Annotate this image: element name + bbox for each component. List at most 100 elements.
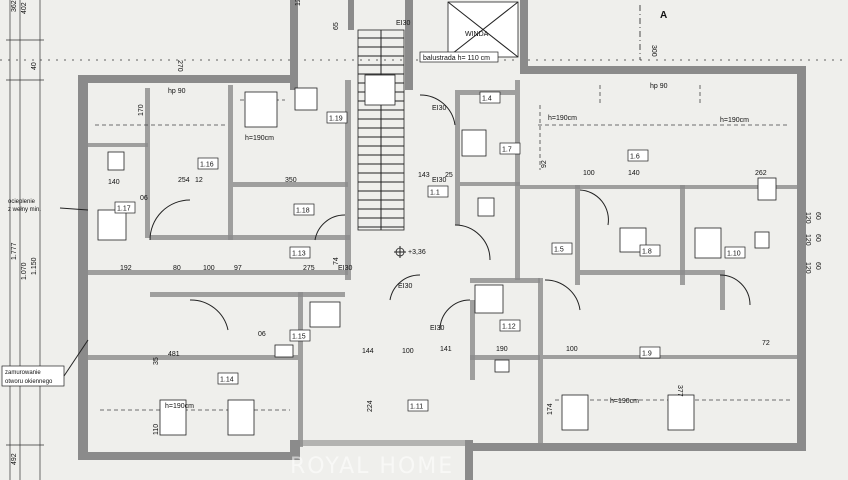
svg-text:1.14: 1.14 xyxy=(220,377,234,384)
dim-492: 492 xyxy=(11,453,18,465)
elevator: WINDA xyxy=(447,1,519,58)
dim-275: 275 xyxy=(303,265,315,272)
room-label-1-18: 1.18 xyxy=(293,203,315,216)
svg-text:1.16: 1.16 xyxy=(200,162,214,169)
section-letter: A xyxy=(660,10,667,21)
dimension-texts: 270 hp 90 hp 90 h=190cm h=190cm h=190cm … xyxy=(11,0,821,465)
door-rating-3: EI30 xyxy=(432,177,447,184)
watermark: ROYAL HOME xyxy=(290,454,454,479)
dim-100-a: 100 xyxy=(583,170,595,177)
dim-143: 143 xyxy=(418,172,430,179)
dim-35: 35 xyxy=(153,357,160,365)
exterior-walls xyxy=(78,0,806,480)
dim-120-r1: 120 xyxy=(804,212,811,224)
door-rating-5: EI30 xyxy=(398,283,413,290)
room-label-1-19: 1.19 xyxy=(326,111,348,124)
dim-362: 362 xyxy=(11,0,18,12)
dim-402: 402 xyxy=(21,2,28,14)
room-label-1-15: 1.15 xyxy=(289,329,311,342)
svg-text:1.6: 1.6 xyxy=(630,154,640,161)
dim-350: 350 xyxy=(285,177,297,184)
door-swings xyxy=(149,94,751,331)
room-label-1-13: 1.13 xyxy=(289,246,311,259)
room-label-1-16: 1.16 xyxy=(197,157,219,170)
dim-hp90-right: hp 90 xyxy=(650,83,668,90)
balustrade-text: balustrada h= 110 cm xyxy=(423,55,490,62)
dim-hp90-left: hp 90 xyxy=(168,88,186,95)
elevator-label: WINDA xyxy=(465,31,489,38)
dim-25: 25 xyxy=(445,172,453,179)
dim-144: 144 xyxy=(362,348,374,355)
skylights xyxy=(159,74,695,436)
dim-h190-b: h=190cm xyxy=(548,115,577,122)
svg-text:1.9: 1.9 xyxy=(642,351,652,358)
section-mark: A xyxy=(639,5,667,60)
dim-h190-c: h=190cm xyxy=(720,117,749,124)
room-label-1-7: 1.7 xyxy=(499,142,521,155)
svg-text:1.10: 1.10 xyxy=(727,251,741,258)
dim-1777: 1.777 xyxy=(11,242,18,260)
svg-text:1.1: 1.1 xyxy=(430,190,440,197)
room-labels: 1.1 1.4 1.5 1.6 1.7 1.8 1.9 1.10 1.11 1.12 1.13 1.1… xyxy=(114,91,746,412)
dim-60-r2: 60 xyxy=(814,234,821,242)
staircase xyxy=(357,29,405,231)
door-rating-2: EI30 xyxy=(432,105,447,112)
level-text: +3,36 xyxy=(408,249,426,256)
dim-377: 377 xyxy=(676,385,683,397)
dim-92: 92 xyxy=(541,160,548,168)
svg-text:1.7: 1.7 xyxy=(502,147,512,154)
dim-100-c: 100 xyxy=(402,348,414,355)
room-label-1-9: 1.9 xyxy=(639,346,661,359)
room-label-1-1: 1.1 xyxy=(427,185,449,198)
dim-06-b: 06 xyxy=(258,331,266,338)
dim-192: 192 xyxy=(120,265,132,272)
dim-12: 12 xyxy=(195,177,203,184)
bathroom-fixtures xyxy=(97,87,777,373)
door-rating-6: EI30 xyxy=(430,325,445,332)
room-label-1-6: 1.6 xyxy=(627,149,649,162)
dim-481: 481 xyxy=(168,351,180,358)
svg-text:1.18: 1.18 xyxy=(296,208,310,215)
svg-text:1.13: 1.13 xyxy=(292,251,306,258)
dim-262: 262 xyxy=(755,170,767,177)
svg-text:1.19: 1.19 xyxy=(329,116,343,123)
svg-text:1.4: 1.4 xyxy=(482,96,492,103)
dim-270: 270 xyxy=(176,60,183,72)
dim-60-r3: 60 xyxy=(814,262,821,270)
dim-120-r3: 120 xyxy=(804,262,811,274)
dim-h190-a: h=190cm xyxy=(245,135,274,142)
dim-300: 300 xyxy=(650,45,657,57)
dim-80: 80 xyxy=(173,265,181,272)
balustrade-note: balustrada h= 110 cm xyxy=(419,51,499,63)
dim-140-b: 140 xyxy=(628,170,640,177)
dim-141: 141 xyxy=(440,346,452,353)
room-label-1-4: 1.4 xyxy=(479,91,501,104)
dim-100-d: 100 xyxy=(566,346,578,353)
dim-110: 110 xyxy=(153,424,160,435)
dim-120-r2: 120 xyxy=(804,234,811,246)
insulation-note: ocieplenie z wełny min. xyxy=(8,199,89,213)
dim-120-top: 120 xyxy=(295,0,302,6)
room-label-1-14: 1.14 xyxy=(217,372,239,385)
svg-text:1.5: 1.5 xyxy=(554,247,564,254)
dim-140: 140 xyxy=(108,179,120,186)
dim-h190-e: h=190cm xyxy=(610,398,639,405)
svg-text:1.15: 1.15 xyxy=(292,334,306,341)
dim-65: 65 xyxy=(333,22,340,30)
dim-06-a: 06 xyxy=(140,195,148,202)
dim-72: 72 xyxy=(762,340,770,347)
room-label-1-12: 1.12 xyxy=(499,319,521,332)
room-label-1-11: 1.11 xyxy=(407,399,429,412)
door-rating-1: EI30 xyxy=(396,20,411,27)
dim-100-b: 100 xyxy=(203,265,215,272)
dim-60-r1: 60 xyxy=(814,212,821,220)
svg-text:1.12: 1.12 xyxy=(502,324,516,331)
svg-text:1.17: 1.17 xyxy=(117,206,131,213)
dim-224: 224 xyxy=(367,400,374,412)
dim-1150: 1.150 xyxy=(31,257,38,275)
svg-text:1.8: 1.8 xyxy=(642,249,652,256)
insulation-text-2: z wełny min. xyxy=(8,207,41,213)
dim-97: 97 xyxy=(234,265,242,272)
dashed-lines xyxy=(95,85,790,411)
